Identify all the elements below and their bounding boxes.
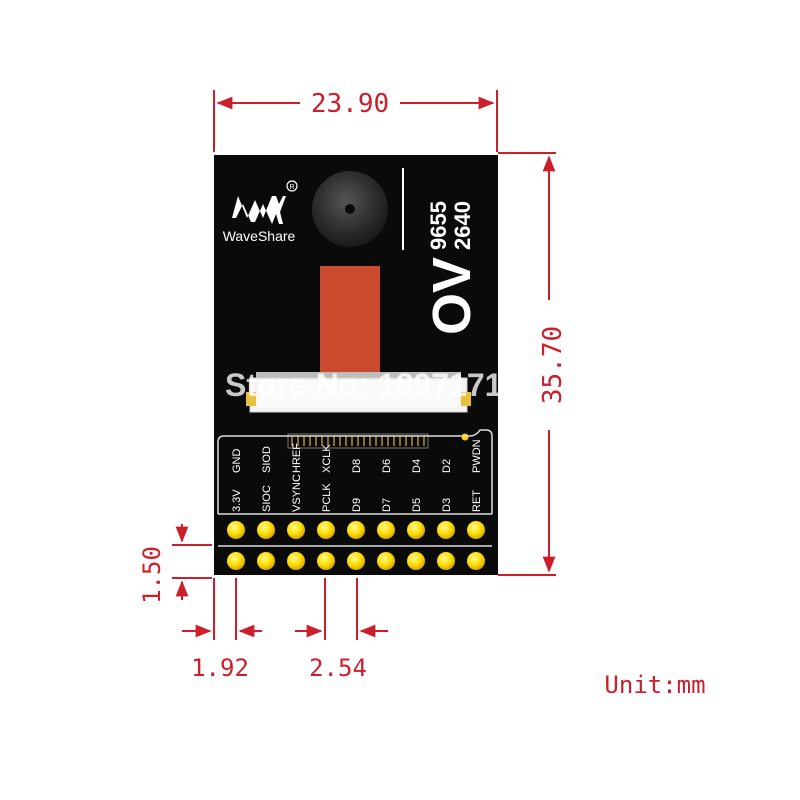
header-pin	[347, 552, 365, 570]
pin-header-outline	[217, 429, 493, 514]
header-pin	[287, 552, 305, 570]
header-pin	[317, 521, 335, 539]
fpc-contacts	[291, 436, 425, 446]
unit-label: Unit:mm	[604, 671, 705, 699]
header-pin	[257, 552, 275, 570]
header-pin	[287, 521, 305, 539]
pin-label-d4: D4	[411, 459, 423, 473]
store-watermark: Store No: 1897171	[225, 367, 502, 403]
pin-label-vsync: VSYNC	[291, 474, 303, 512]
edge-offset-label: 1.92	[191, 654, 249, 682]
height-label: 35.70	[538, 326, 568, 404]
pin-header	[227, 521, 485, 570]
header-pin	[227, 552, 245, 570]
pin-pitch-dimension	[295, 578, 388, 640]
header-pin	[317, 552, 335, 570]
header-pin	[407, 552, 425, 570]
pin-label-href: HREF	[291, 443, 303, 473]
header-pin	[377, 552, 395, 570]
pin-label-d9: D9	[351, 498, 363, 512]
pin-label-d5: D5	[411, 498, 423, 512]
lens-aperture	[345, 204, 355, 214]
pin-label-d3: D3	[441, 498, 453, 512]
header-pin	[467, 552, 485, 570]
camera-board: R WaveShare OV 9655 2640	[214, 155, 498, 575]
header-pin	[257, 521, 275, 539]
pin-label-d7: D7	[381, 498, 393, 512]
pin-label-d8: D8	[351, 459, 363, 473]
row-pitch-label: 1.50	[138, 546, 166, 604]
header-pin	[467, 521, 485, 539]
width-dimension	[213, 90, 498, 152]
pin-label-pwdn: PWDN	[471, 439, 483, 473]
pin-label-sioc: SIOC	[261, 485, 273, 512]
pin-label-siod: SIOD	[261, 446, 273, 473]
height-dimension	[498, 152, 556, 576]
model-marking: OV 9655 2640	[422, 201, 482, 335]
header-pin	[437, 552, 455, 570]
width-label: 23.90	[311, 89, 389, 119]
pin-label-d2: D2	[441, 459, 453, 473]
brand-label: WaveShare	[223, 228, 296, 244]
waveshare-logo-icon	[232, 196, 286, 224]
pin-label-d6: D6	[381, 459, 393, 473]
waveshare-logo: R WaveShare	[223, 180, 298, 244]
pin-label-ret: RET	[471, 490, 483, 512]
model-line1: 9655	[426, 201, 451, 250]
header-pin	[407, 521, 425, 539]
pin-label-33v: 3.3V	[231, 489, 243, 512]
edge-offset-dimension	[182, 578, 262, 640]
model-prefix: OV	[422, 257, 482, 335]
pin-label-xclk: XCLK	[321, 444, 333, 473]
svg-text:R: R	[289, 184, 294, 191]
pin-label-pclk: PCLK	[321, 483, 333, 512]
flex-cable	[320, 266, 380, 376]
header-pin	[437, 521, 455, 539]
header-pin	[347, 521, 365, 539]
pin-label-gnd: GND	[231, 449, 243, 474]
model-line2: 2640	[450, 201, 475, 250]
pin-pitch-label: 2.54	[309, 654, 367, 682]
fpc-connector	[246, 372, 471, 413]
header-pin	[227, 521, 245, 539]
header-pin	[377, 521, 395, 539]
row-pitch-dimension	[172, 524, 212, 600]
